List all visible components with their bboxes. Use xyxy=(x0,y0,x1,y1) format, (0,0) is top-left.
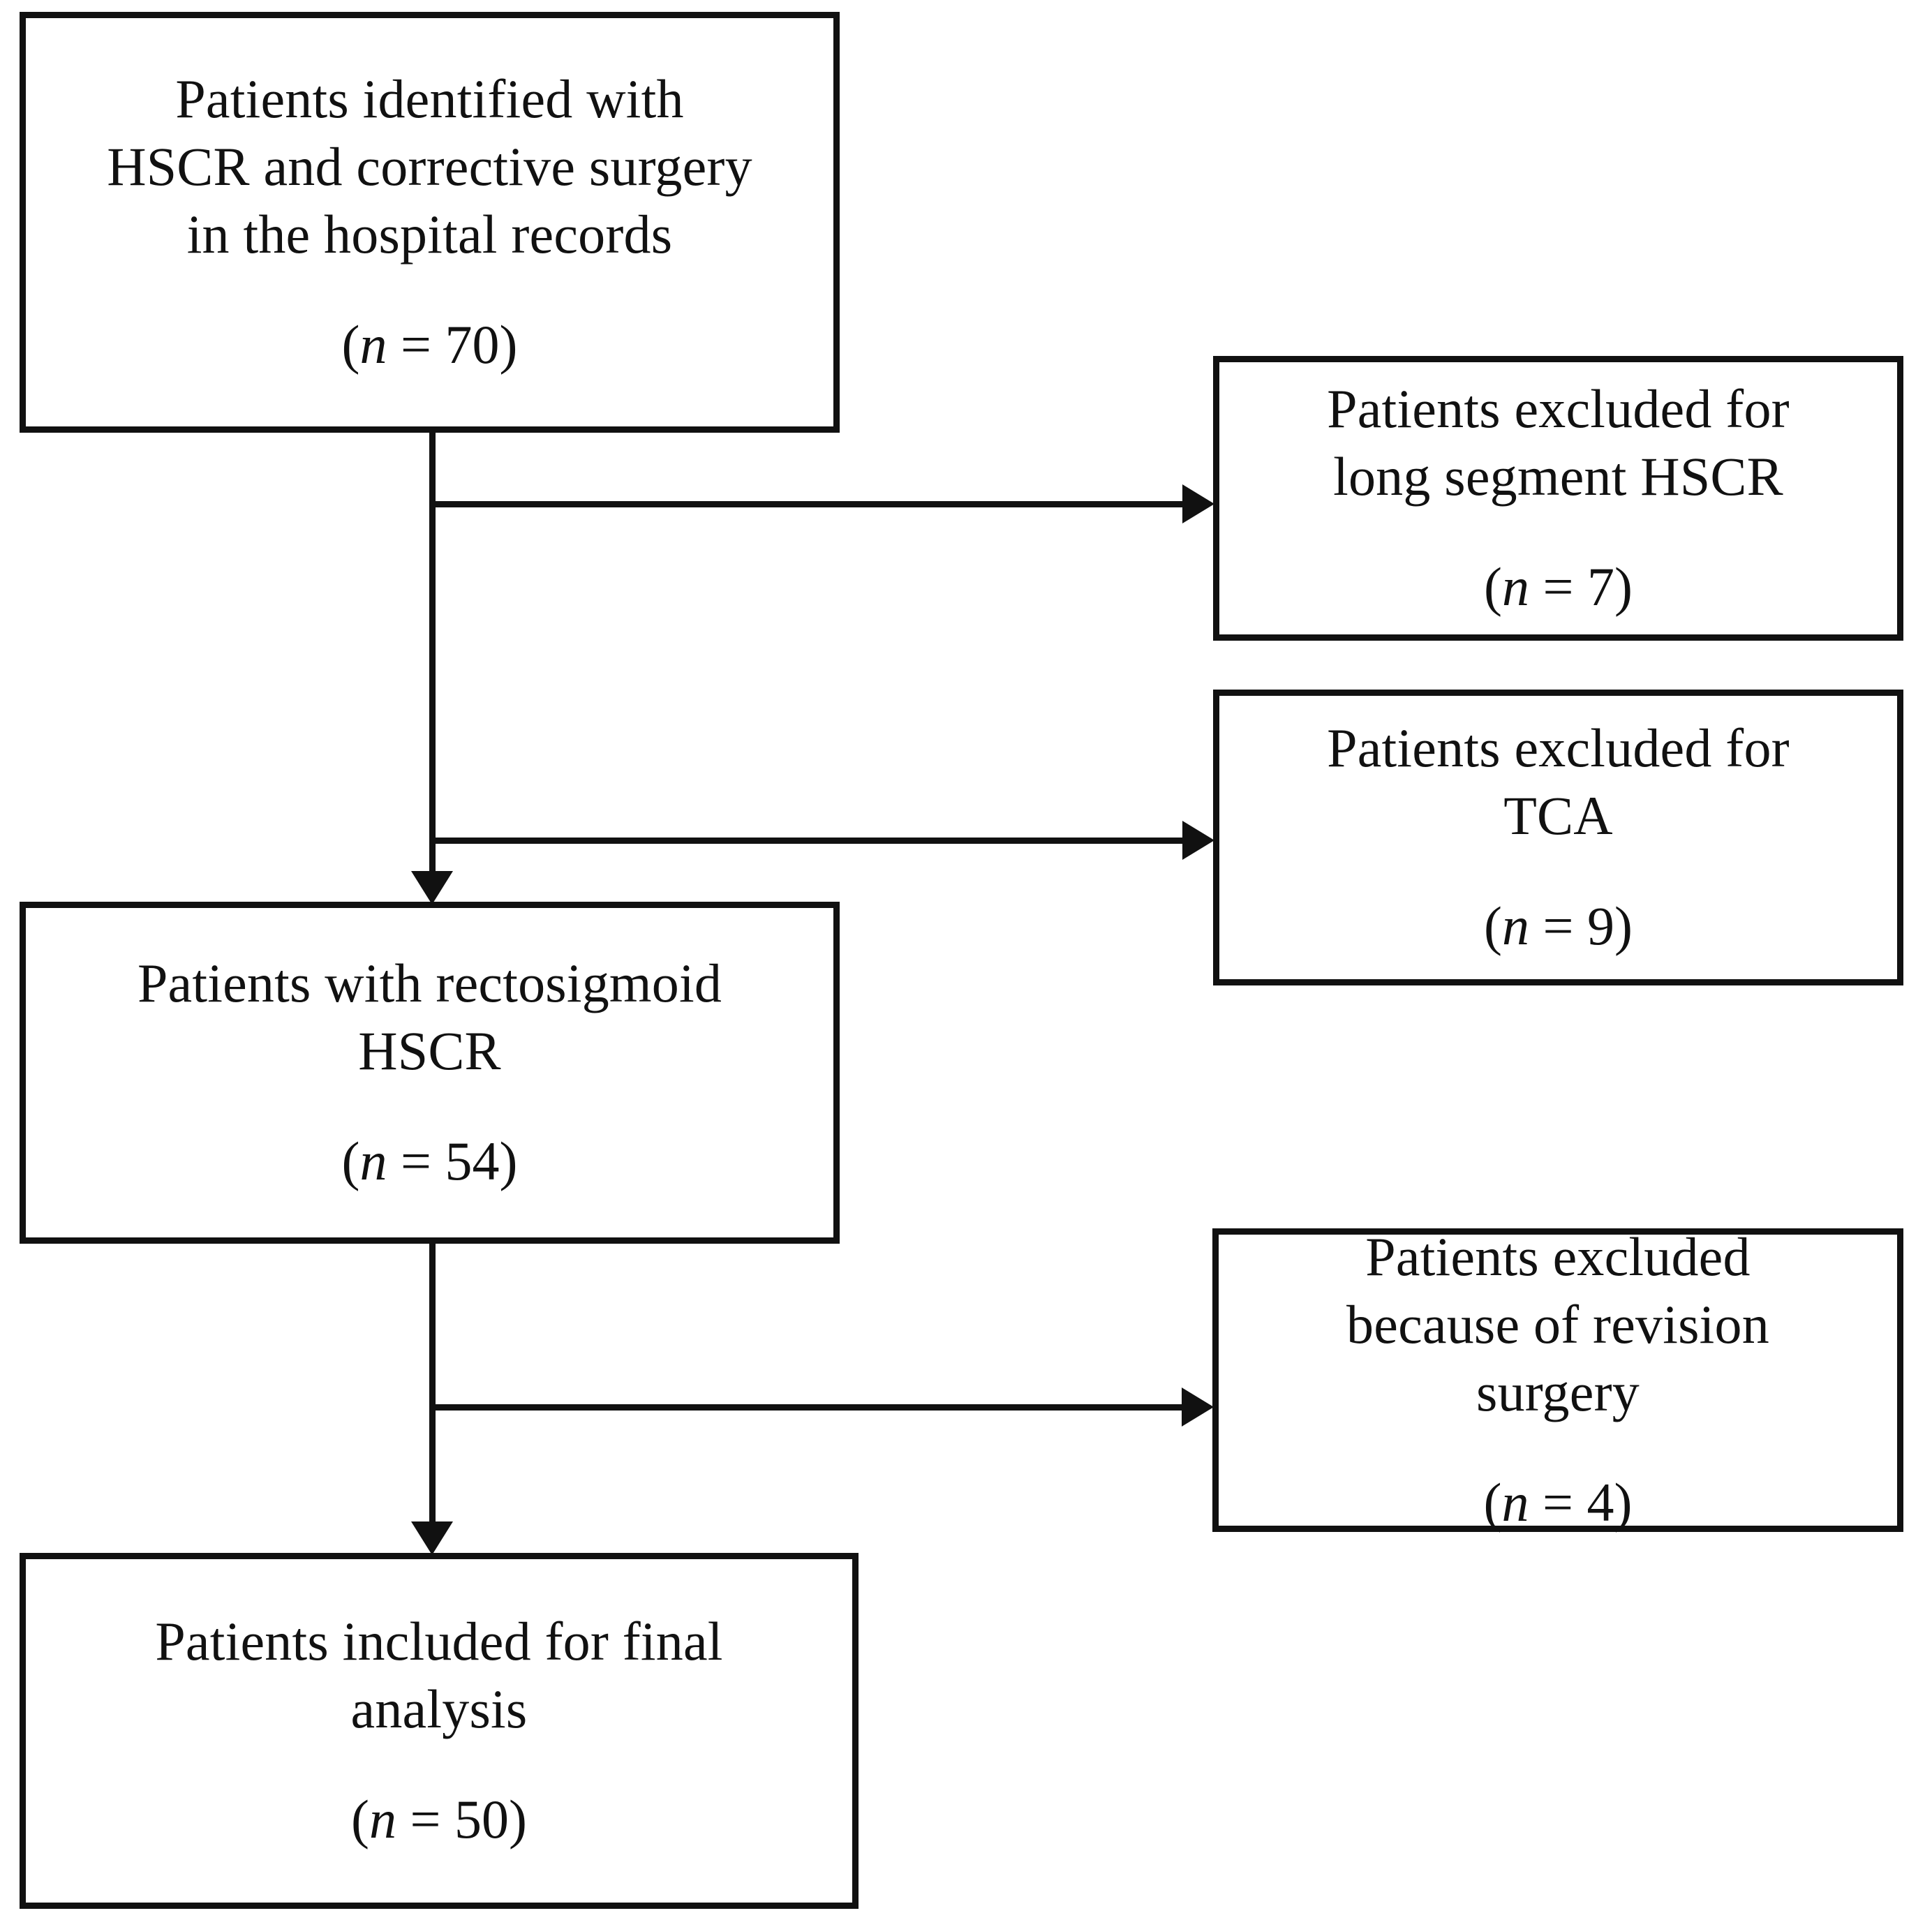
count-open-paren: ( xyxy=(341,314,360,375)
count-close-paren: ) xyxy=(1614,1472,1633,1533)
count-open-paren: ( xyxy=(351,1789,369,1850)
node-count: (n = 70) xyxy=(342,311,518,379)
node-label-line: surgery xyxy=(1476,1361,1640,1422)
arrowhead-down-icon-final xyxy=(411,1521,453,1555)
node-label-line: Patients with rectosigmoid xyxy=(137,952,722,1013)
connector-rectosigmoid-to-final xyxy=(429,1244,436,1534)
node-count: (n = 50) xyxy=(351,1786,527,1854)
node-text-stack: Patients identified with HSCR and correc… xyxy=(107,66,752,268)
count-close-paren: ) xyxy=(499,314,518,375)
node-label-line: in the hospital records xyxy=(186,203,673,265)
count-value: 54 xyxy=(445,1131,500,1192)
count-value: 9 xyxy=(1587,895,1614,957)
count-value: 50 xyxy=(454,1789,509,1850)
node-patients-rectosigmoid-hscr: Patients with rectosigmoid HSCR (n = 54) xyxy=(20,902,840,1244)
node-label-line: long segment HSCR xyxy=(1333,445,1783,507)
count-close-paren: ) xyxy=(1614,895,1633,957)
node-count: (n = 7) xyxy=(1484,553,1633,621)
count-equals: = xyxy=(387,314,445,375)
count-open-paren: ( xyxy=(1483,1472,1502,1533)
count-close-paren: ) xyxy=(509,1789,527,1850)
node-label-line: Patients identified with xyxy=(175,68,684,130)
count-value: 70 xyxy=(445,314,500,375)
node-label-line: Patients excluded for xyxy=(1327,378,1790,439)
node-patients-included-final-analysis: Patients included for final analysis (n … xyxy=(20,1553,859,1909)
count-n-symbol: n xyxy=(359,1131,387,1192)
connector-rectosigmoid-to-excluded-revision xyxy=(432,1404,1194,1411)
count-equals: = xyxy=(396,1789,454,1850)
node-text-stack: Patients included for final analysis xyxy=(155,1608,722,1743)
connector-identified-to-rectosigmoid xyxy=(429,433,436,883)
node-count: (n = 9) xyxy=(1484,893,1633,960)
count-close-paren: ) xyxy=(1614,556,1633,618)
count-open-paren: ( xyxy=(1484,556,1502,618)
count-open-paren: ( xyxy=(341,1131,360,1192)
count-n-symbol: n xyxy=(369,1789,396,1850)
count-value: 7 xyxy=(1587,556,1614,618)
node-patients-excluded-revision-surgery: Patients excluded because of revision su… xyxy=(1212,1226,1903,1533)
arrowhead-down-icon-rectosigmoid xyxy=(411,871,453,905)
count-open-paren: ( xyxy=(1484,895,1502,957)
node-label-line: HSCR and corrective surgery xyxy=(107,135,752,197)
node-label-line: TCA xyxy=(1503,784,1613,846)
connector-identified-to-excluded-tca xyxy=(432,838,1193,844)
count-equals: = xyxy=(1529,556,1587,618)
node-count: (n = 4) xyxy=(1484,1469,1633,1537)
node-label-line: Patients excluded xyxy=(1365,1226,1751,1288)
node-patients-identified: Patients identified with HSCR and correc… xyxy=(20,12,840,433)
node-text-stack: Patients excluded because of revision su… xyxy=(1346,1223,1769,1426)
count-equals: = xyxy=(1529,895,1587,957)
count-n-symbol: n xyxy=(1502,556,1529,618)
node-text-stack: Patients excluded for TCA xyxy=(1327,715,1790,849)
node-patients-excluded-tca: Patients excluded for TCA (n = 9) xyxy=(1213,690,1903,985)
node-label-line: analysis xyxy=(350,1678,528,1739)
node-patients-excluded-long-segment: Patients excluded for long segment HSCR … xyxy=(1213,356,1903,641)
node-label-line: Patients excluded for xyxy=(1327,717,1790,778)
arrowhead-right-icon-long-segment xyxy=(1182,484,1214,523)
node-label-line: because of revision xyxy=(1346,1293,1769,1355)
connector-identified-to-excluded-long-segment xyxy=(432,501,1193,507)
node-label-line: HSCR xyxy=(358,1020,501,1081)
count-n-symbol: n xyxy=(1501,1472,1529,1533)
count-close-paren: ) xyxy=(499,1131,518,1192)
node-count: (n = 54) xyxy=(342,1128,518,1196)
arrowhead-right-icon-revision xyxy=(1182,1387,1214,1427)
node-text-stack: Patients with rectosigmoid HSCR xyxy=(138,950,722,1085)
count-equals: = xyxy=(1529,1472,1587,1533)
node-label-line: Patients included for final xyxy=(155,1610,723,1672)
count-equals: = xyxy=(387,1131,445,1192)
count-n-symbol: n xyxy=(1502,895,1529,957)
arrowhead-right-icon-tca xyxy=(1182,821,1214,860)
count-n-symbol: n xyxy=(359,314,387,375)
count-value: 4 xyxy=(1587,1472,1614,1533)
node-text-stack: Patients excluded for long segment HSCR xyxy=(1327,375,1790,510)
